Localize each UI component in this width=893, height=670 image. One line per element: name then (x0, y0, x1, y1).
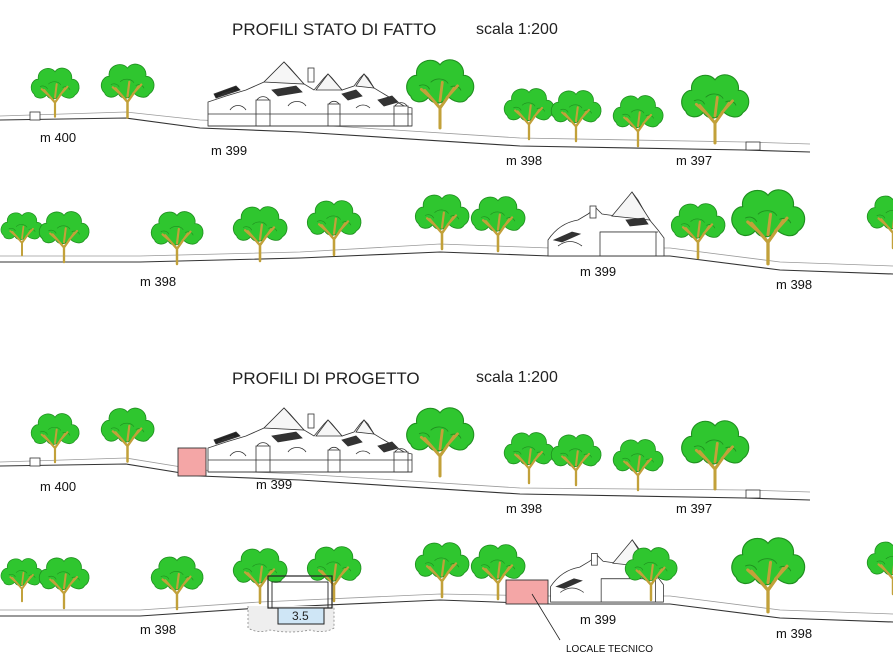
section-title-stato-di-fatto: PROFILI STATO DI FATTO (232, 20, 436, 39)
leader-line (531, 593, 561, 641)
tree-icon (29, 412, 81, 464)
section-title-progetto: PROFILI DI PROGETTO (232, 369, 420, 388)
tree-icon (865, 540, 893, 596)
tree-icon (503, 431, 556, 485)
elevation-label: m 399 (211, 143, 247, 158)
elevation-label: m 398 (506, 501, 542, 516)
survey-marker (29, 457, 41, 467)
tree-icon (100, 406, 156, 463)
profile-d-progetto: 3.5 LOCALE TECNICO m 398 m 399 m 398 (0, 536, 893, 655)
tree-icon (414, 541, 471, 599)
elevation-label: m 398 (140, 622, 176, 637)
elevation-label: m 398 (506, 153, 542, 168)
tree-icon (470, 195, 527, 253)
survey-marker (745, 489, 761, 499)
elevation-label: m 399 (580, 264, 616, 279)
tree-icon (0, 211, 45, 257)
trullo-building-icon (207, 61, 413, 127)
tree-icon (100, 62, 156, 119)
tree-icon (550, 433, 603, 487)
elevation-label: m 399 (256, 477, 292, 492)
technical-room-icon (177, 447, 207, 477)
pool-depth-label: 3.5 (292, 609, 309, 623)
elevation-label: m 399 (580, 612, 616, 627)
elevation-label: m 400 (40, 130, 76, 145)
tree-icon (404, 406, 476, 478)
scale-label-stato-di-fatto: scala 1:200 (476, 21, 558, 38)
tree-icon (611, 94, 665, 148)
tree-icon (679, 419, 751, 491)
tree-icon (30, 66, 81, 118)
profile-b-stato-di-fatto: m 398 m 399 m 398 (0, 188, 893, 292)
tree-icon (865, 194, 893, 250)
profile-a-stato-di-fatto: m 400 m 399 m 398 m 397 (0, 58, 811, 168)
tree-icon (679, 73, 751, 145)
technical-room-icon (505, 579, 549, 605)
trullo-building-icon (547, 191, 665, 257)
tree-icon (37, 556, 91, 610)
trullo-building-icon (207, 407, 413, 473)
profile-c-progetto: m 400 m 399 m 398 m 397 (0, 406, 811, 516)
tree-icon (0, 557, 45, 603)
pool-icon: 3.5 (247, 575, 335, 633)
tree-icon (729, 536, 807, 614)
elevation-label: m 398 (776, 277, 812, 292)
elevation-label: m 397 (676, 501, 712, 516)
elevation-label: m 398 (140, 274, 176, 289)
tree-icon (550, 89, 603, 143)
tree-icon (414, 193, 471, 251)
tree-icon (306, 545, 363, 603)
tree-icon (306, 199, 363, 257)
tree-icon (149, 555, 205, 611)
tree-icon (669, 202, 727, 260)
tree-icon (149, 210, 205, 266)
survey-marker (745, 141, 761, 151)
locale-tecnico-label: LOCALE TECNICO (566, 644, 653, 655)
scale-label-progetto: scala 1:200 (476, 369, 558, 386)
tree-icon (37, 210, 91, 264)
elevation-label: m 400 (40, 479, 76, 494)
elevation-label: m 398 (776, 626, 812, 641)
survey-marker (29, 111, 41, 121)
tree-icon (729, 188, 807, 266)
tree-icon (611, 438, 665, 492)
tree-icon (503, 87, 556, 141)
elevation-label: m 397 (676, 153, 712, 168)
tree-icon (404, 58, 476, 130)
